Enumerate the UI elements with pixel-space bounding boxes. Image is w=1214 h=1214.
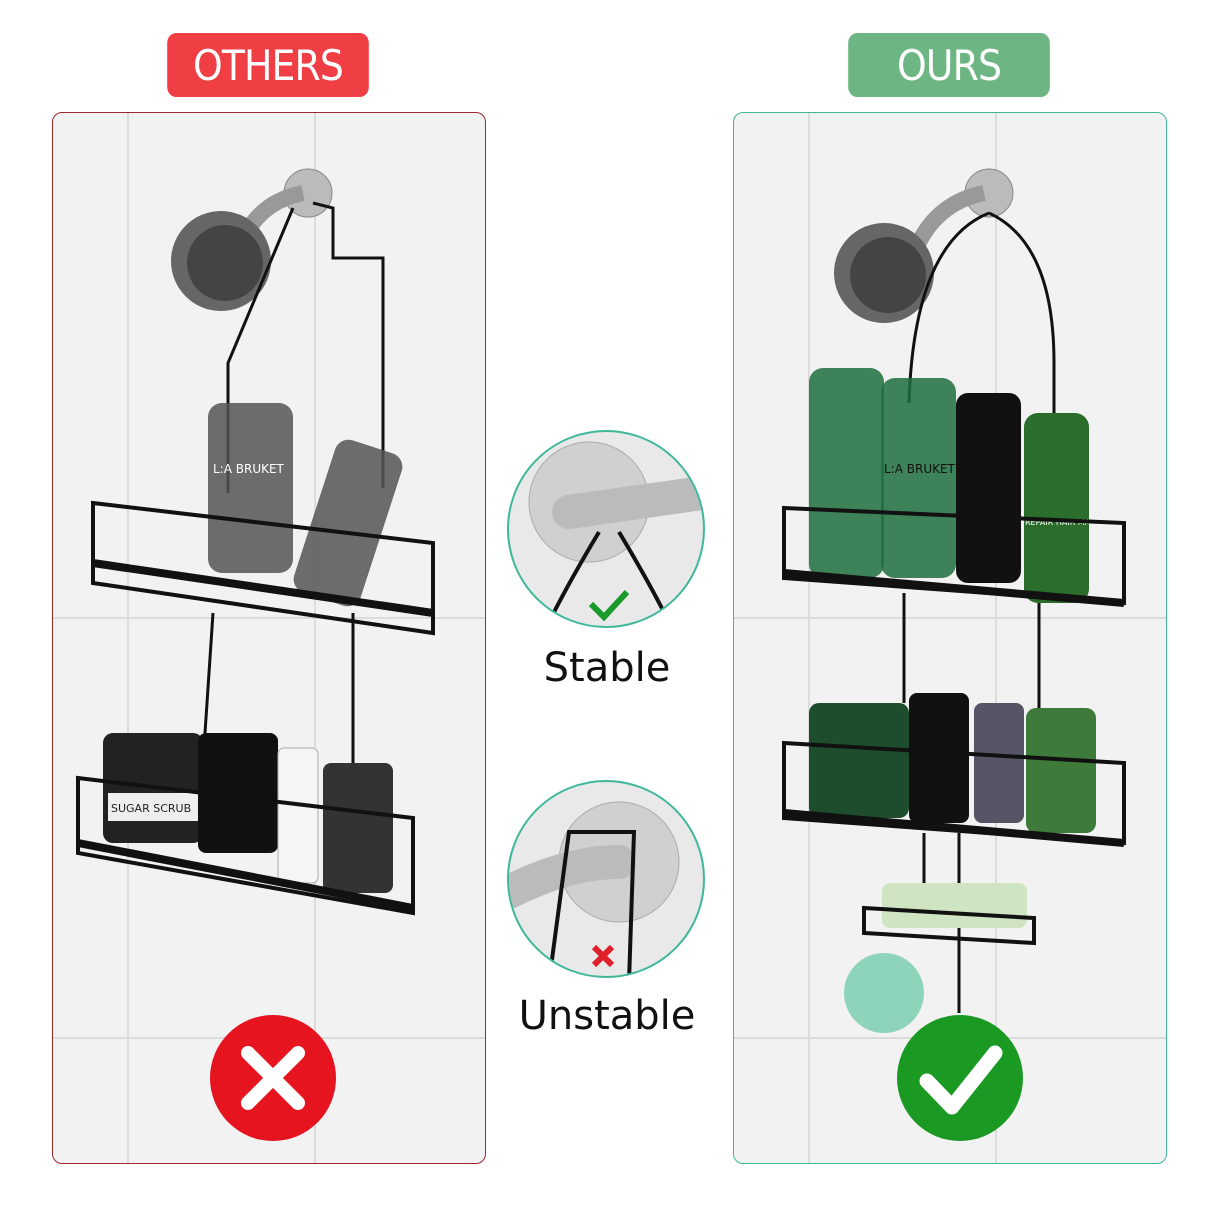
- unstable-label: Unstable: [518, 993, 696, 1039]
- others-product-panel: L:A BRUKET SUGAR SCRUB: [52, 112, 486, 1164]
- stable-label: Stable: [543, 645, 671, 691]
- ours-badge: OURS: [848, 33, 1050, 97]
- others-badge-label: OTHERS: [192, 40, 344, 90]
- sugar-scrub-label: SUGAR SCRUB: [111, 802, 191, 815]
- product-label: L:A BRUKET: [884, 462, 956, 476]
- unstable-hook-detail-image: [507, 780, 705, 978]
- ours-badge-label: OURS: [896, 40, 1002, 90]
- others-badge: OTHERS: [167, 33, 369, 97]
- repair-hair-mask-label: REPAIR HAIR MASK: [1025, 518, 1101, 527]
- ours-verdict-check-icon: [897, 1015, 1023, 1141]
- ours-product-panel: L:A BRUKET REPAIR HAIR MASK: [733, 112, 1167, 1164]
- ours-shower-caddy-image: L:A BRUKET REPAIR HAIR MASK: [734, 113, 1166, 1163]
- stable-hook-detail-image: [507, 430, 705, 628]
- check-icon: [588, 589, 630, 622]
- product-label: L:A BRUKET: [213, 462, 285, 476]
- others-verdict-x-icon: [210, 1015, 336, 1141]
- x-icon: [591, 944, 615, 968]
- others-shower-caddy-image: L:A BRUKET SUGAR SCRUB: [53, 113, 485, 1163]
